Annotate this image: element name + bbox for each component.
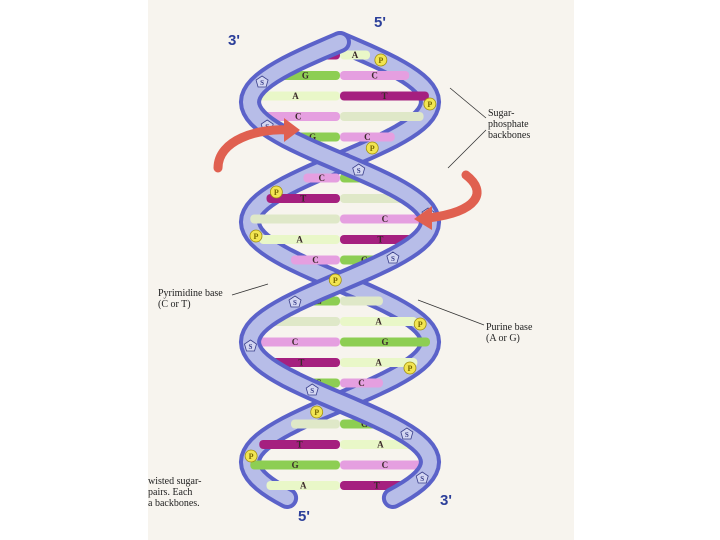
phosphate-letter: P — [407, 364, 412, 373]
base-letter-left: G — [292, 460, 299, 470]
base-pair: C — [256, 112, 423, 122]
caption-fragment: wisted sugar- pairs. Each a backbones. — [148, 476, 201, 509]
base-letter-right: A — [375, 358, 382, 368]
phosphate-letter: P — [314, 408, 319, 417]
base-letter-left: A — [292, 91, 299, 101]
three-prime-label-top: 3' — [228, 32, 240, 49]
sugar-letter: S — [420, 475, 424, 483]
base-letter-left: C — [312, 255, 319, 265]
base-letter-left: T — [297, 440, 303, 450]
phosphate-letter: P — [254, 232, 259, 241]
sugar-letter: S — [391, 255, 395, 263]
base-letter-right: C — [382, 214, 389, 224]
sugar-phosphate-label: Sugar- phosphate backbones — [488, 108, 530, 141]
base-bar-right — [340, 112, 424, 121]
phosphate-letter: P — [370, 144, 375, 153]
base-letter-left: A — [300, 481, 307, 491]
base-bar-left — [250, 215, 340, 224]
base-letter-left: G — [302, 71, 309, 81]
three-prime-label-bottom: 3' — [440, 492, 452, 509]
base-letter-right: C — [364, 132, 371, 142]
phosphate-letter: P — [274, 188, 279, 197]
base-letter-right: C — [382, 460, 389, 470]
base-letter-left: T — [300, 194, 306, 204]
sugar-letter: S — [310, 387, 314, 395]
sugar-letter: S — [405, 431, 409, 439]
base-letter-left: T — [298, 358, 304, 368]
pointer-line-backbone-1 — [450, 88, 486, 118]
base-letter-right: A — [375, 317, 382, 327]
pointer-line-backbone-2 — [448, 130, 486, 168]
five-prime-label-top: 5' — [374, 14, 386, 31]
sugar-letter: S — [357, 167, 361, 175]
base-letter-left: C — [295, 112, 302, 122]
base-letter-right: T — [381, 91, 387, 101]
base-letter-left: C — [318, 173, 325, 183]
base-letter-right: G — [381, 337, 388, 347]
base-bar-left — [291, 420, 340, 429]
phosphate-letter: P — [249, 452, 254, 461]
sugar-letter: S — [249, 343, 253, 351]
phosphate-letter: P — [427, 100, 432, 109]
purine-label: Purine base (A or G) — [486, 322, 532, 344]
base-letter-left: A — [296, 235, 303, 245]
phosphate-letter: P — [418, 320, 423, 329]
five-prime-label-bottom: 5' — [298, 508, 310, 525]
sugar-letter: S — [293, 299, 297, 307]
pointer-line-pyrimidine — [232, 284, 268, 295]
phosphate-letter: P — [333, 276, 338, 285]
base-letter-right: T — [377, 235, 383, 245]
base-letter-right: T — [374, 481, 380, 491]
base-letter-right: C — [358, 378, 365, 388]
base-letter-right: A — [377, 440, 384, 450]
base-letter-right: C — [371, 71, 378, 81]
base-letter-right: A — [352, 50, 359, 60]
phosphate-letter: P — [378, 56, 383, 65]
sugar-letter: S — [260, 79, 264, 87]
pyrimidine-label: Pyrimidine base (C or T) — [158, 288, 223, 310]
base-letter-left: C — [292, 337, 299, 347]
base-bar-right — [340, 297, 383, 306]
base-pair: C — [250, 214, 429, 224]
